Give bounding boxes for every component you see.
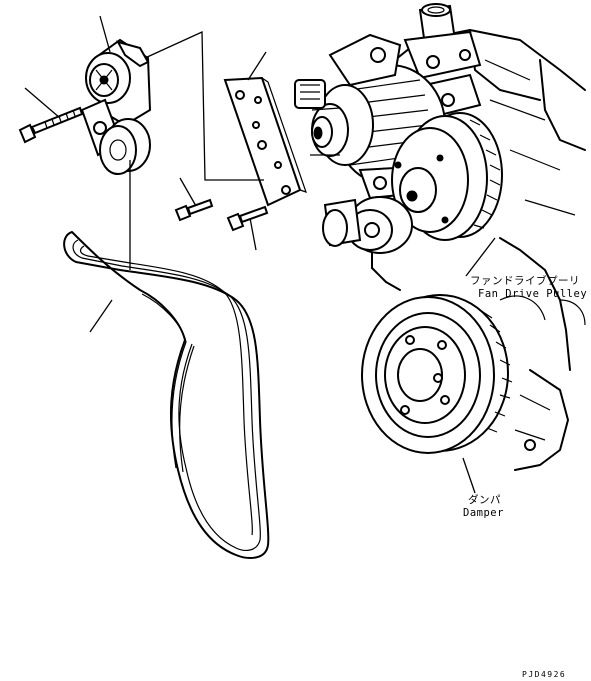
bolt-short-lower <box>226 205 269 232</box>
damper <box>361 294 513 454</box>
mounting-bracket <box>223 76 307 207</box>
damper-label-en: Damper <box>463 507 504 519</box>
damper-label-jp: ダンパ <box>468 493 501 506</box>
bolt-short-upper <box>174 198 214 222</box>
fan-drive-pulley-label-jp: ファンドライブプーリ <box>470 274 580 287</box>
leader-lines <box>24 15 496 494</box>
idler-pulley <box>322 196 413 254</box>
fan-drive-pulley <box>391 112 503 241</box>
drawing-code: PJD4926 <box>522 670 566 679</box>
belt-tensioner <box>80 38 152 175</box>
bolt-long <box>18 106 84 144</box>
fan-drive-pulley-label-en: Fan Drive Pulley <box>478 288 587 300</box>
serpentine-belt <box>63 231 270 559</box>
